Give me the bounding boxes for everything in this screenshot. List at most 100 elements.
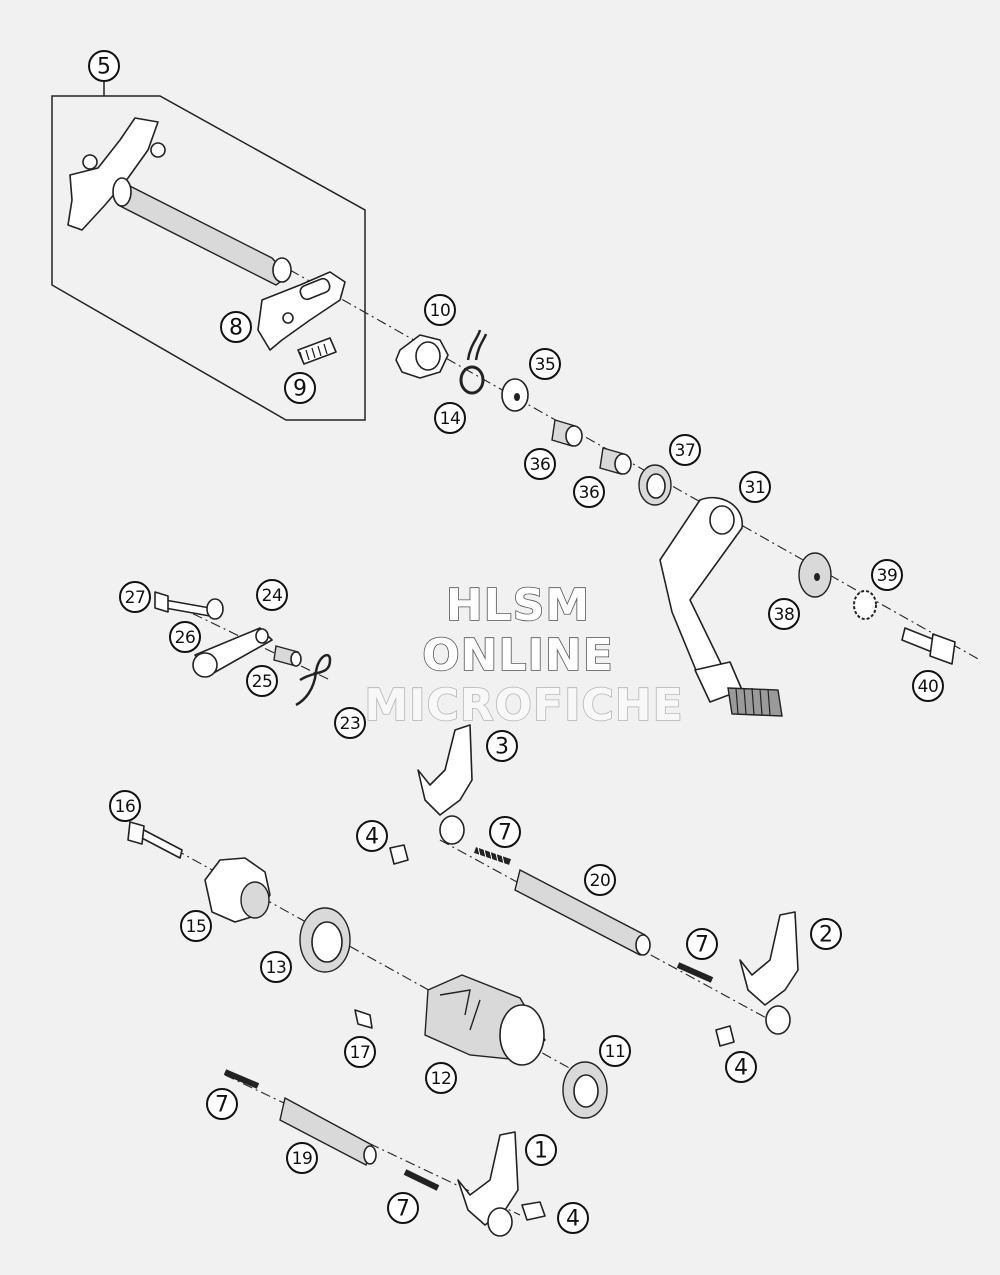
svg-text:11: 11 xyxy=(605,1042,626,1062)
callout-9: 9 xyxy=(284,372,316,404)
callout-27: 27 xyxy=(119,581,151,613)
svg-text:40: 40 xyxy=(918,677,939,697)
callout-11: 11 xyxy=(599,1035,631,1067)
watermark: HLSM ONLINE MICROFICHE xyxy=(364,579,684,732)
svg-text:4: 4 xyxy=(734,1056,748,1081)
quadrant-spring xyxy=(297,337,337,365)
washer-35 xyxy=(501,378,529,412)
svg-text:31: 31 xyxy=(745,478,766,498)
bolt-40 xyxy=(901,627,956,665)
return-spring-clip xyxy=(459,329,488,395)
svg-text:4: 4 xyxy=(566,1207,580,1232)
callout-26: 26 xyxy=(169,621,201,653)
callout-3: 3 xyxy=(486,730,518,762)
svg-text:7: 7 xyxy=(498,821,512,846)
watermark-line-1: HLSM xyxy=(446,580,590,631)
callout-12: 12 xyxy=(425,1062,457,1094)
shift-drum-star xyxy=(204,857,271,923)
callout-23: 23 xyxy=(334,707,366,739)
svg-text:37: 37 xyxy=(675,441,696,461)
callout-38: 38 xyxy=(768,598,800,630)
callout-7-second: 7 xyxy=(686,928,718,960)
svg-text:1: 1 xyxy=(534,1139,548,1164)
callout-7: 7 xyxy=(489,816,521,848)
spring-7d xyxy=(403,1169,440,1191)
callout-10: 10 xyxy=(424,294,456,326)
callout-2: 2 xyxy=(810,918,842,950)
shift-lever xyxy=(659,496,783,717)
svg-text:24: 24 xyxy=(262,586,283,606)
needle-bearing-36b xyxy=(599,447,632,475)
callout-7-third: 7 xyxy=(206,1088,238,1120)
callout-5: 5 xyxy=(88,50,120,82)
shift-fork-2 xyxy=(739,911,799,1035)
callout-7-fourth: 7 xyxy=(387,1192,419,1224)
guide-roller-4b xyxy=(715,1025,735,1047)
callout-4: 4 xyxy=(356,820,388,852)
callout-4-third: 4 xyxy=(557,1202,589,1234)
svg-text:38: 38 xyxy=(774,605,795,625)
callout-13: 13 xyxy=(260,951,292,983)
svg-text:7: 7 xyxy=(215,1093,229,1118)
svg-text:10: 10 xyxy=(430,301,451,321)
svg-text:12: 12 xyxy=(431,1069,452,1089)
shift-fork-1 xyxy=(457,1131,519,1237)
bearing-11 xyxy=(562,1061,608,1119)
seal-ring-37 xyxy=(638,464,672,506)
callout-40: 40 xyxy=(912,670,944,702)
washer-38 xyxy=(798,552,832,598)
callout-35: 35 xyxy=(529,348,561,380)
svg-text:36: 36 xyxy=(530,455,551,475)
svg-text:27: 27 xyxy=(125,588,146,608)
svg-text:23: 23 xyxy=(340,714,361,734)
shift-fork-3 xyxy=(417,724,473,845)
watermark-line-3: MICROFICHE xyxy=(364,680,683,731)
bearing-13 xyxy=(299,907,351,973)
svg-text:4: 4 xyxy=(365,825,379,850)
svg-text:35: 35 xyxy=(535,355,556,375)
svg-text:9: 9 xyxy=(293,377,307,402)
fork-shaft-20 xyxy=(514,868,651,957)
svg-text:19: 19 xyxy=(292,1149,313,1169)
lock-washer-39 xyxy=(853,590,877,620)
guide-roller-4c xyxy=(521,1201,546,1221)
callout-31: 31 xyxy=(739,471,771,503)
svg-text:7: 7 xyxy=(396,1197,410,1222)
callout-37: 37 xyxy=(669,434,701,466)
callout-36: 36 xyxy=(524,448,556,480)
svg-text:7: 7 xyxy=(695,933,709,958)
callout-1: 1 xyxy=(525,1134,557,1166)
callout-15: 15 xyxy=(180,910,212,942)
needle-bearing-36a xyxy=(551,419,583,447)
fork-shaft-19 xyxy=(279,1096,377,1167)
svg-text:39: 39 xyxy=(877,566,898,586)
spring-7a xyxy=(474,846,511,865)
callout-16: 16 xyxy=(109,790,141,822)
svg-text:17: 17 xyxy=(350,1043,371,1063)
watermark-line-2: ONLINE xyxy=(422,630,614,681)
svg-text:13: 13 xyxy=(266,958,287,978)
svg-text:15: 15 xyxy=(186,917,207,937)
guide-roller-4a xyxy=(389,844,409,865)
callout-17: 17 xyxy=(344,1036,376,1068)
bolt-16 xyxy=(127,821,183,859)
screw-17 xyxy=(354,1009,373,1029)
svg-text:20: 20 xyxy=(590,871,611,891)
callout-19: 19 xyxy=(286,1142,318,1174)
svg-text:26: 26 xyxy=(175,628,196,648)
svg-text:2: 2 xyxy=(819,923,833,948)
callout-4-second: 4 xyxy=(725,1051,757,1083)
svg-text:8: 8 xyxy=(229,316,243,341)
callout-24: 24 xyxy=(256,579,288,611)
shift-drum-locating-group xyxy=(154,591,332,707)
svg-text:16: 16 xyxy=(115,797,136,817)
callout-14: 14 xyxy=(434,402,466,434)
shift-quadrant-plate xyxy=(257,271,346,351)
callout-39: 39 xyxy=(871,559,903,591)
spring-7c xyxy=(223,1069,260,1089)
shift-lever-guide xyxy=(395,334,449,379)
svg-text:25: 25 xyxy=(252,672,273,692)
callout-25: 25 xyxy=(246,665,278,697)
